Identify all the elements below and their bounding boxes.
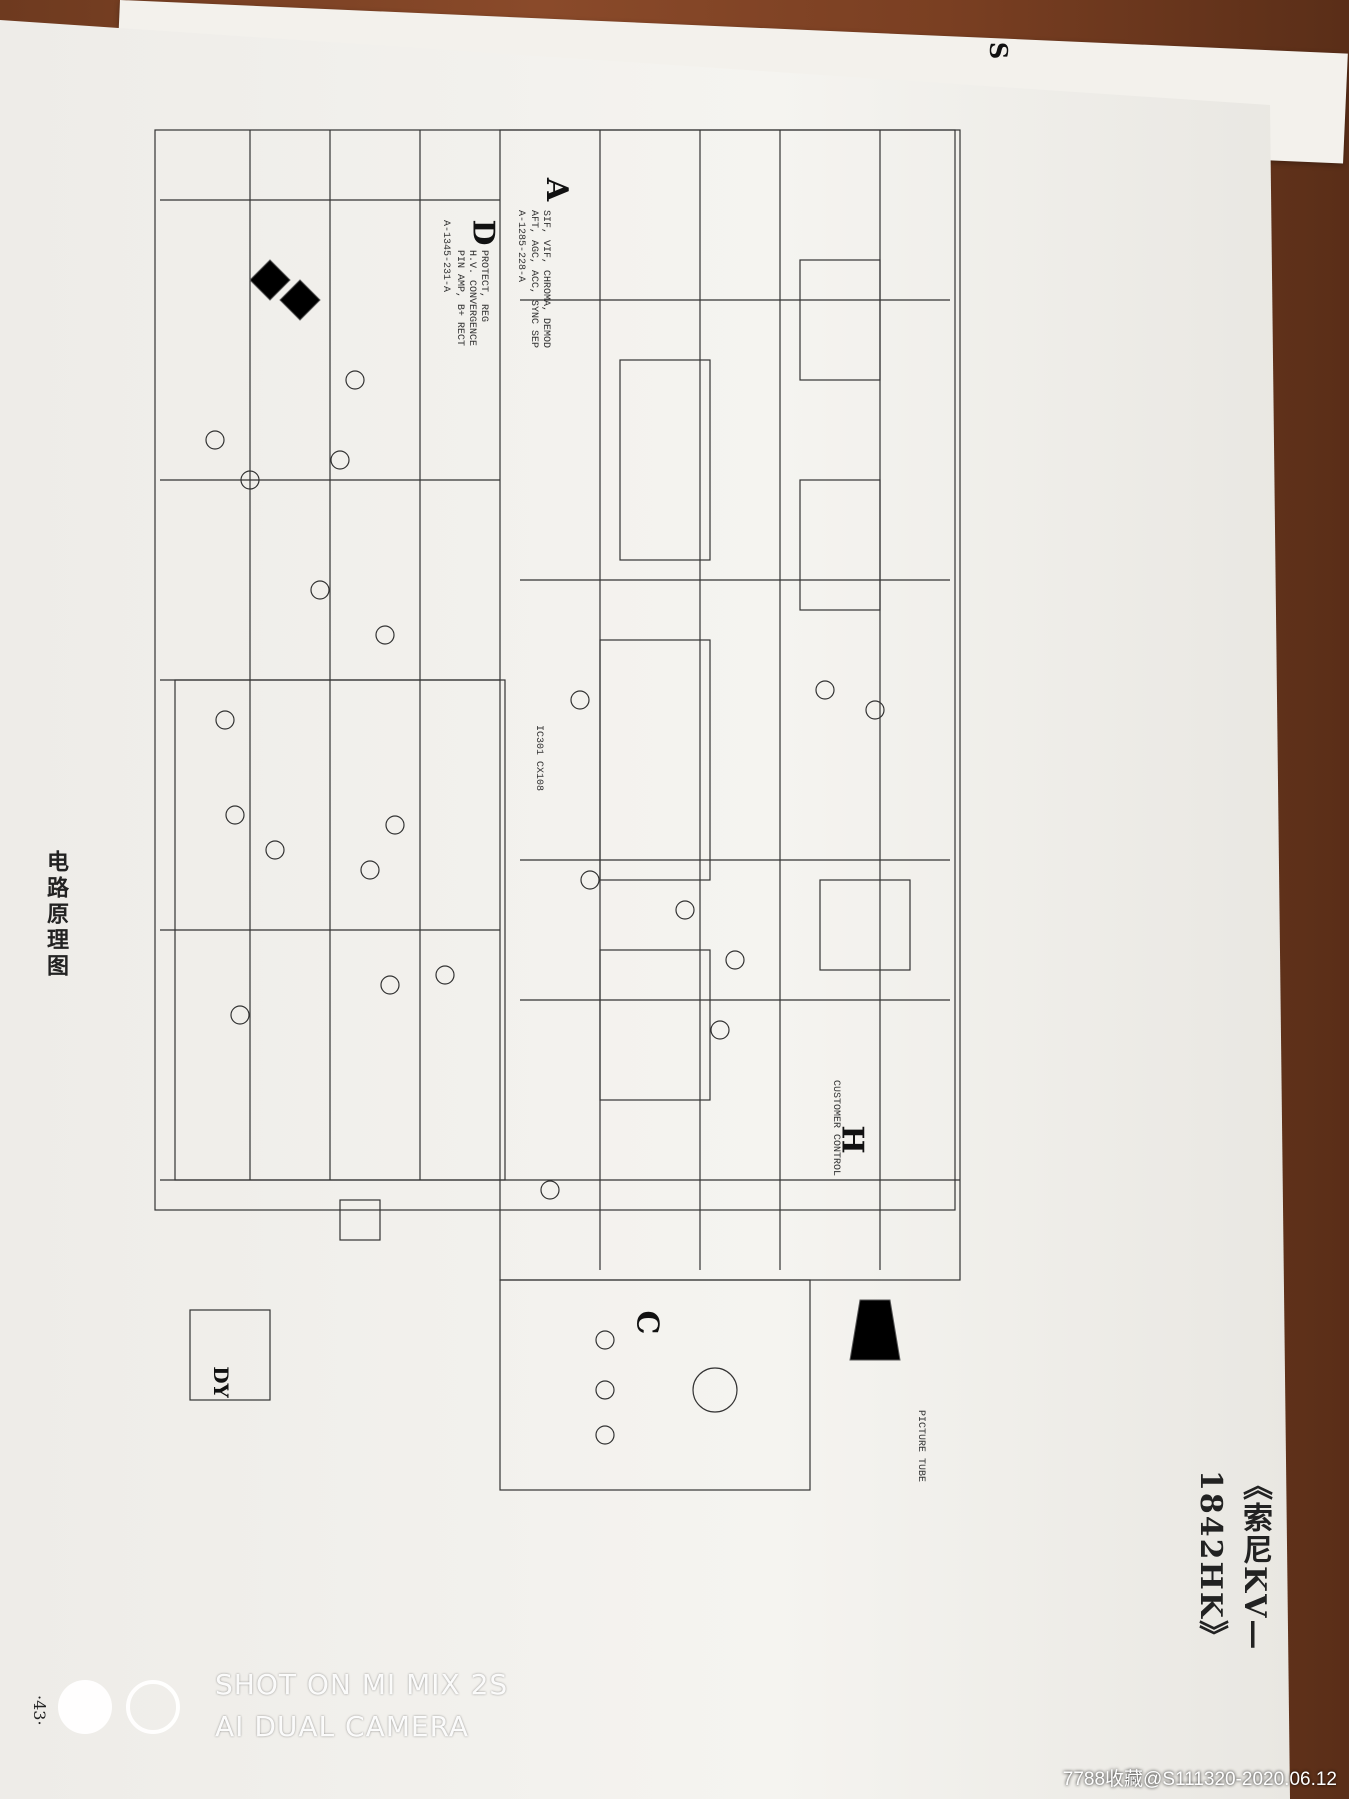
board-d-letter: D bbox=[465, 219, 501, 246]
board-d-code: A-1345-231-A bbox=[440, 220, 451, 293]
camera-logo-dot bbox=[58, 1680, 112, 1734]
watermark-line2: AI DUAL CAMERA bbox=[215, 1710, 470, 1743]
board-s-letter: S bbox=[984, 41, 1014, 60]
camera-logo-ring bbox=[126, 1680, 180, 1734]
board-d-desc3: PIN AMP, B+ RECT bbox=[454, 250, 465, 347]
transistors bbox=[205, 370, 885, 1445]
ic-label: IC301 CX108 bbox=[533, 725, 544, 792]
board-a-letter: A bbox=[539, 177, 575, 202]
board-a-code: A-1285-228-A bbox=[515, 210, 526, 283]
page-number: ·43· bbox=[30, 1695, 49, 1726]
dy-letter: DY bbox=[208, 1366, 233, 1398]
picture-tube-label: PICTURE TUBE bbox=[915, 1410, 926, 1483]
watermark-line1: SHOT ON MI MIX 2S bbox=[215, 1668, 509, 1701]
board-a-desc: SIF, VIF, CHROMA, DEMOD bbox=[540, 210, 551, 349]
board-c-frame bbox=[499, 1279, 811, 1491]
board-a-desc2: AFT, AGC, ACC, SYNC SEP bbox=[528, 210, 539, 349]
dy-frame bbox=[189, 1309, 271, 1401]
customer-control-label: CUSTOMER CONTROL bbox=[830, 1080, 841, 1177]
site-stamp: 7788收藏@S111320-2020.06.12 bbox=[1062, 1769, 1337, 1790]
model-title: 《索尼KV—1842HK》 bbox=[1193, 1470, 1272, 1652]
board-d-desc2: H.V. CONVERGENCE bbox=[466, 250, 477, 347]
schematic-page bbox=[0, 20, 1290, 1799]
section-title: 电路原理图 bbox=[43, 850, 69, 980]
board-c-letter: C bbox=[629, 1310, 665, 1335]
board-d-desc: PROTECT, REG bbox=[478, 250, 489, 323]
board-a-frame bbox=[499, 129, 961, 1281]
